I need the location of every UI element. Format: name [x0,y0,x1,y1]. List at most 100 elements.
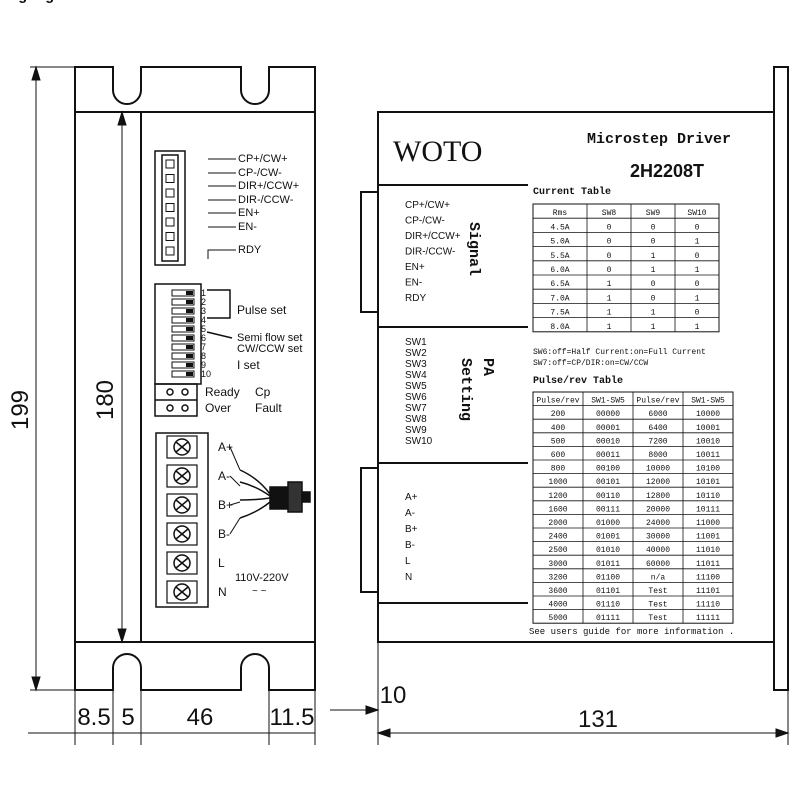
table-cell: 11000 [696,519,720,528]
table-cell: 5.5A [550,252,569,261]
dip-number: 2 [201,297,206,307]
table-cell: 1 [607,280,612,289]
table-header-cell: SW9 [646,209,661,218]
dip-label-cw-ccw: CW/CCW set [237,343,302,355]
table-cell: 0 [695,309,700,318]
table-cell: 10100 [696,465,720,474]
side-signal-label: RDY [405,293,426,304]
sw-label: SW7 [405,403,427,414]
hv-label: B+ [405,524,418,535]
terminal-screw [173,438,191,456]
power-terminal [166,464,198,488]
dip-number: 9 [201,360,206,370]
dip-switch-knob [186,363,193,367]
table-cell: 0 [607,266,612,275]
table-cell: Test [648,614,667,623]
dip-label-semi-flow: Semi flow set [237,332,302,344]
table-cell: 30000 [646,533,670,542]
sw-label: SW6 [405,392,427,403]
terminal-screw [173,554,191,572]
table-cell: 00011 [596,451,620,460]
dip-switch-knob [186,354,193,358]
power-label: A- [218,469,230,483]
dip-switch [171,352,195,360]
side-signal-labels: CP+/CW+CP-/CW-DIR+/CCW+DIR-/CCW-EN+EN-RD… [405,200,461,304]
table-cell: 10001 [696,424,720,433]
sw-label: SW1 [405,337,427,348]
table-cell: 11011 [696,560,720,569]
front-signal-label: CP-/CW- [238,167,282,179]
sw-label: SW2 [405,348,427,359]
dip-label-pulse-set: Pulse set [237,303,287,317]
table-cell: 01010 [596,546,620,555]
table-cell: 8000 [648,451,667,460]
side-signal-label: DIR-/CCW- [405,247,455,258]
hv-label: N [405,572,412,583]
table-cell: 1 [607,294,612,303]
side-signal-label: CP+/CW+ [405,200,450,211]
section-pa-word: PA [479,358,496,376]
section-signal: Signal [465,222,482,276]
table-cell: 1 [651,266,656,275]
table-cell: 00010 [596,437,620,446]
table-cell: 4000 [548,601,567,610]
table-cell: 600 [551,451,566,460]
dip-switch [171,361,195,369]
sw-label: SW3 [405,359,427,370]
power-terminal [166,580,198,604]
power-label: N [218,585,227,599]
table-cell: 0 [651,238,656,247]
table-header-cell: Pulse/rev [536,397,579,406]
table-cell: 7200 [648,437,667,446]
table-cell: 10011 [696,451,720,460]
power-labels: A+A-B+B-LN [218,440,241,599]
table-cell: 0 [607,252,612,261]
sw-label: SW8 [405,414,427,425]
table-cell: 12800 [646,492,670,501]
table-cell: 800 [551,465,566,474]
dip-number: 7 [201,342,206,352]
table-cell: 11101 [696,587,720,596]
power-label: B- [218,527,230,541]
note-sw7: SW7:off=CP/DIR:on=CW/CCW [533,359,648,368]
sw-label: SW4 [405,370,427,381]
table-cell: 0 [651,294,656,303]
dip-switch [171,370,195,378]
side-flange [773,66,789,691]
table-cell: 0 [607,223,612,232]
table-cell: 40000 [646,546,670,555]
table-cell: 0 [651,280,656,289]
table-cell: 1 [695,238,700,247]
table-cell: 01100 [596,573,620,582]
table-cell: 0 [695,252,700,261]
terminal-screw [173,525,191,543]
dip-switch [171,307,195,315]
dim-5: 5 [121,704,134,731]
dim-131: 131 [578,706,618,733]
sw-label: SW10 [405,436,433,447]
dip-switch-knob [186,336,193,340]
dim-8-5: 8.5 [77,704,110,731]
dip-switch [171,325,195,333]
pulse-table-title: Pulse/rev Table [533,375,623,387]
voltage-symbol: ~ ~ [252,586,267,597]
table-cell: 11111 [696,614,720,623]
table-cell: 1 [651,323,656,332]
dip-number: 5 [201,324,206,334]
dip-switch [171,334,195,342]
table-cell: 12000 [646,478,670,487]
table-cell: 0 [651,223,656,232]
table-frame [532,203,720,333]
table-cell: 10111 [696,505,720,514]
terminal-screw [173,496,191,514]
table-cell: 8.0A [550,323,569,332]
table-cell: 10101 [696,478,720,487]
signal-pin [165,188,175,198]
brand-logo: WOTO [393,135,482,168]
table-cell: 00000 [596,410,620,419]
dip-label-i-set: I set [237,358,260,372]
table-cell: 6000 [648,410,667,419]
